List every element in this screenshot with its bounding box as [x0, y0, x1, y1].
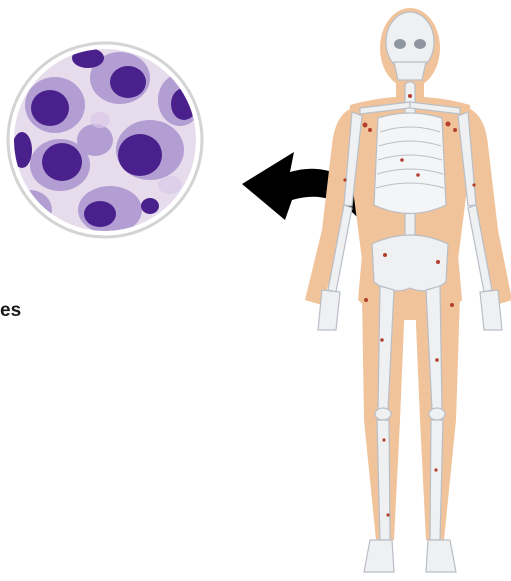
- partial-label-text: es: [0, 300, 21, 322]
- human-skeleton-figure: [305, 8, 511, 572]
- bone-marrow-cells-circle: [8, 43, 202, 237]
